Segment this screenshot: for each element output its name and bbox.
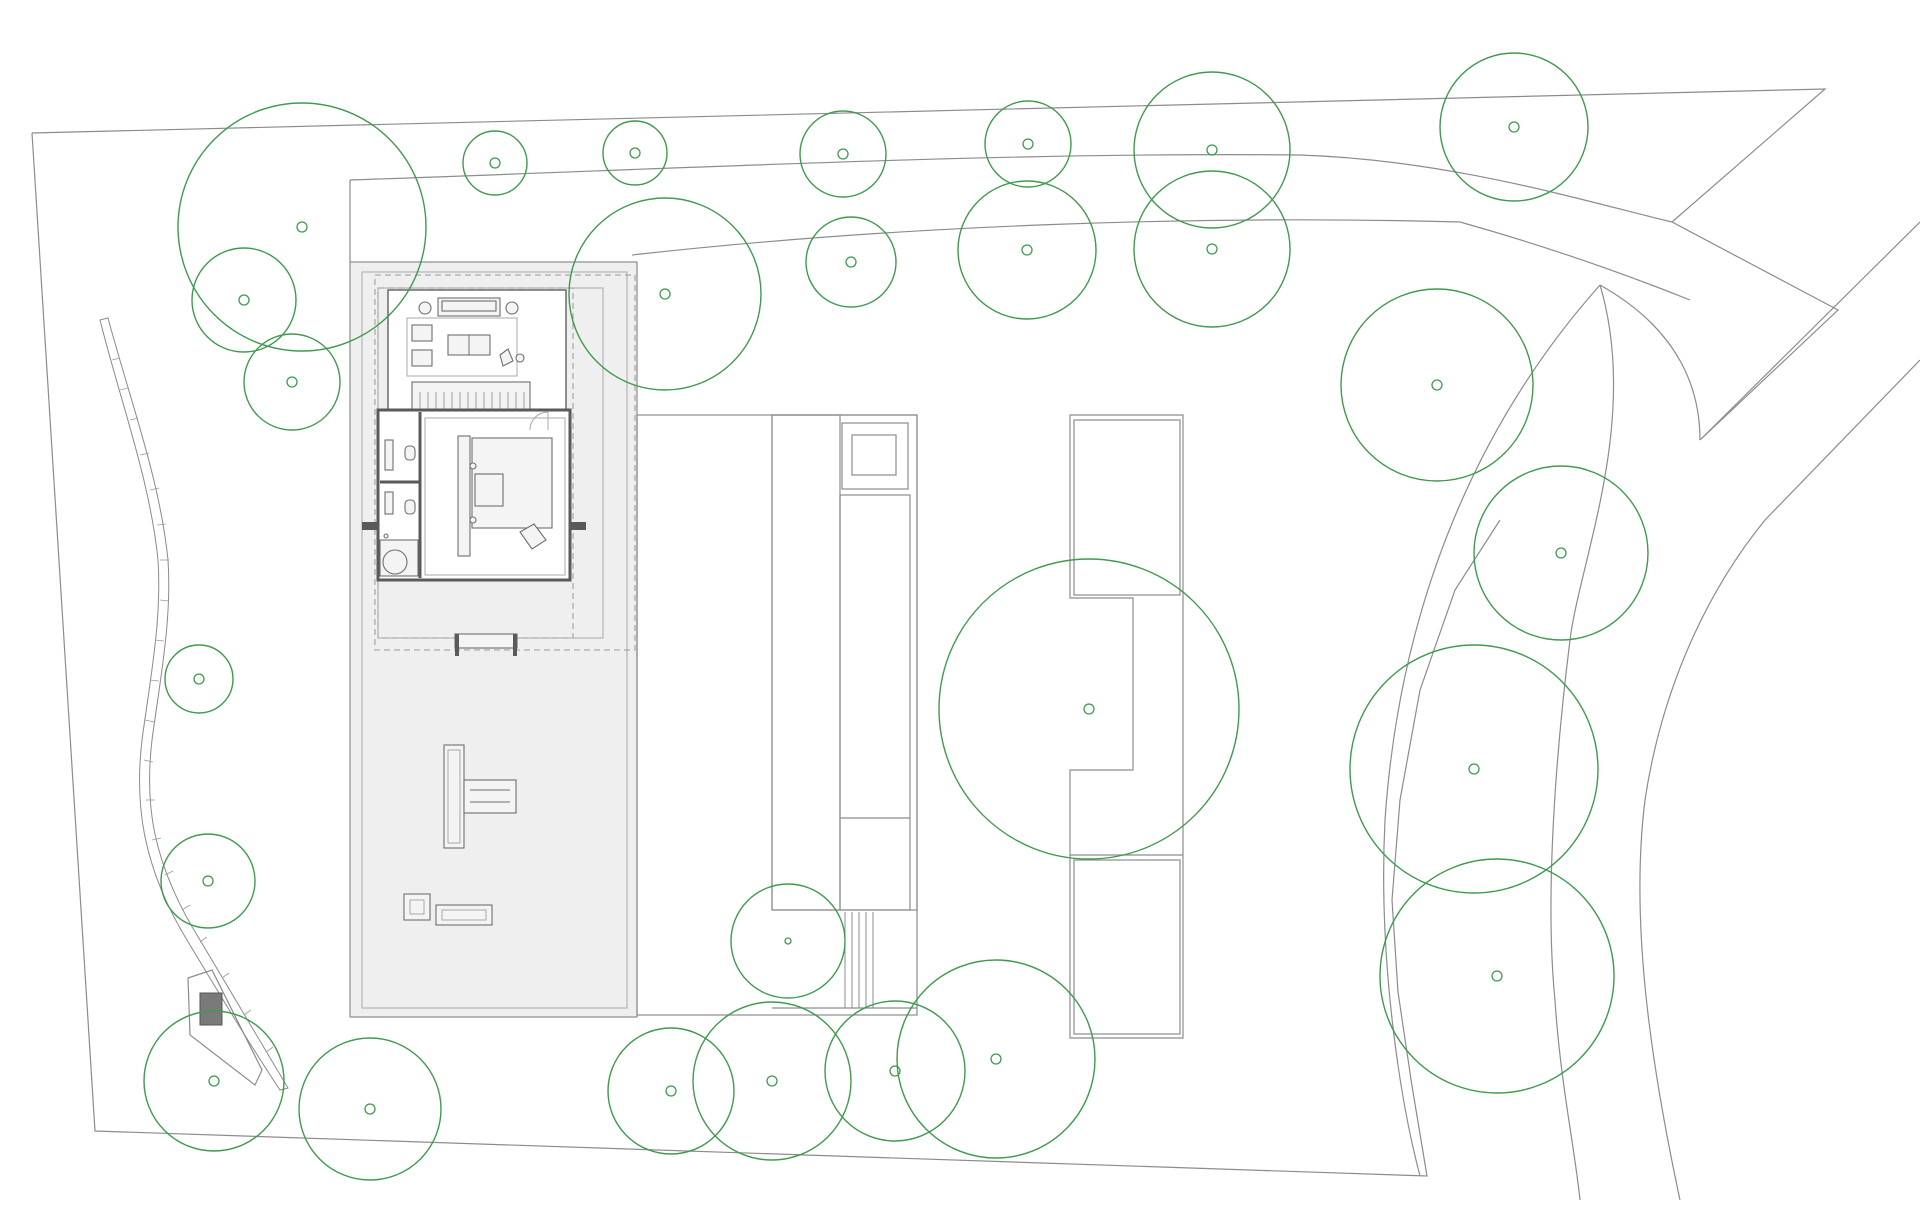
road-curve-center xyxy=(1550,284,1615,1201)
door-swing xyxy=(529,411,549,431)
shower-icon xyxy=(383,533,389,539)
tree-icon xyxy=(692,1001,852,1161)
spa-icon xyxy=(841,422,909,490)
bedroom-inner xyxy=(424,417,566,576)
tree-icon xyxy=(298,1037,442,1181)
wardrobe xyxy=(457,435,471,557)
tree-icon xyxy=(462,130,528,196)
entrance-post-1 xyxy=(455,634,459,656)
road-curve-mid xyxy=(1599,284,1701,441)
tree-icon xyxy=(805,216,897,308)
dining-chair-icon xyxy=(499,348,514,367)
tree-icon xyxy=(896,959,1096,1159)
trees xyxy=(143,52,1649,1181)
bathtub-icon xyxy=(382,549,408,575)
road-edge-middle xyxy=(631,219,1691,301)
property-boundary xyxy=(31,88,1827,223)
pool-stairs xyxy=(844,912,874,1008)
planter-small xyxy=(403,893,431,921)
rug xyxy=(406,317,518,377)
tree-icon xyxy=(177,102,427,352)
bedside-lamp-2 xyxy=(469,516,477,524)
tree-icon xyxy=(1340,288,1534,482)
gate-box xyxy=(199,992,223,1026)
outbuilding-north xyxy=(1073,419,1181,596)
armchair-2 xyxy=(411,349,433,367)
lounge-chair-icon xyxy=(519,523,547,550)
side-table-icon xyxy=(418,301,432,315)
tree-icon xyxy=(1379,858,1615,1094)
stair-treads xyxy=(419,392,525,410)
pool-water xyxy=(839,494,911,911)
planter-icon xyxy=(443,744,465,849)
lawn-area xyxy=(636,414,918,1016)
gate-structure xyxy=(187,969,263,1086)
armchair-1 xyxy=(411,324,433,342)
tree-icon xyxy=(957,180,1097,320)
tree-icon xyxy=(1439,52,1589,202)
planter-long xyxy=(435,904,493,926)
outbuilding-south xyxy=(1073,859,1181,1035)
tree-icon xyxy=(1133,71,1291,229)
terrace-inner-border xyxy=(361,271,628,1009)
pool-deck xyxy=(771,414,841,911)
tree-icon xyxy=(164,644,234,714)
tree-icon xyxy=(568,197,762,391)
tree-icon xyxy=(824,1000,966,1142)
tree-icon xyxy=(191,247,297,353)
tree-icon xyxy=(1349,644,1599,894)
plant-icon xyxy=(515,353,525,363)
tree-icon xyxy=(799,110,887,198)
tree-icon xyxy=(984,100,1072,188)
stone-wall xyxy=(99,317,289,1091)
tree-icon xyxy=(607,1027,735,1155)
tree-icon xyxy=(602,120,668,186)
outbuilding-footprint xyxy=(1069,414,1184,1039)
toilet-icon xyxy=(404,445,416,461)
bedroom-block-walls xyxy=(376,408,572,582)
planter-bench xyxy=(463,779,517,814)
road-curve-east xyxy=(1639,221,1920,1201)
property-boundary-south xyxy=(31,132,1501,1177)
planter-inner xyxy=(447,749,461,844)
spa-inner xyxy=(851,434,897,476)
planter-small-inner xyxy=(409,899,425,915)
sink-icon xyxy=(384,439,394,471)
wall-stub-east xyxy=(570,522,586,530)
entrance-steps xyxy=(454,633,518,649)
bed-pillows xyxy=(474,473,504,507)
entrance-post-2 xyxy=(513,634,517,656)
sofa-back xyxy=(441,300,497,312)
tree-icon xyxy=(730,883,846,999)
tree-icon xyxy=(1133,170,1291,328)
road-edge-outer xyxy=(349,154,1840,441)
planter-long-inner xyxy=(441,909,487,921)
bedside-lamp-1 xyxy=(469,462,477,470)
road-curve-inner xyxy=(1383,284,1601,1177)
tree-icon xyxy=(1473,465,1649,641)
tree-icon xyxy=(160,833,256,929)
tree-icon xyxy=(243,333,341,431)
wall-stub-west xyxy=(362,522,378,530)
lamp-icon xyxy=(505,301,519,315)
stone-wall-texture xyxy=(111,357,274,1053)
stair-icon xyxy=(411,381,531,411)
sink-2-icon xyxy=(384,491,394,515)
tree-icon xyxy=(938,558,1240,860)
tree-icon xyxy=(143,1010,285,1152)
toilet-2-icon xyxy=(404,499,416,515)
roof-outline xyxy=(374,274,636,651)
